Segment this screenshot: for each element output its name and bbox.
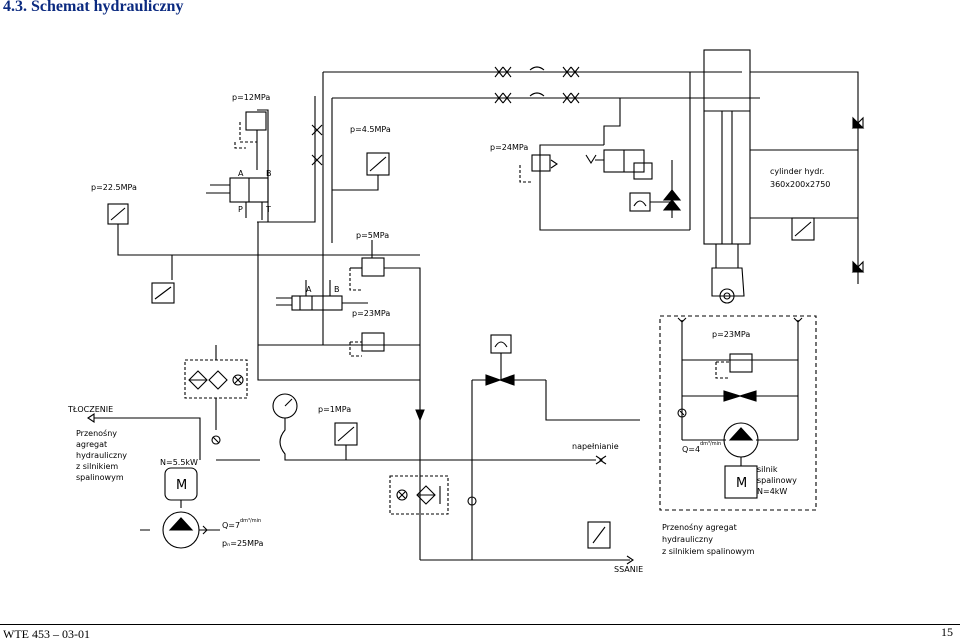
label-q7-unit: dm³/min — [240, 518, 261, 524]
page-title: 4.3. Schemat hydrauliczny — [3, 0, 187, 16]
label-port-b: B — [266, 169, 272, 178]
label-agg-left-3: hydrauliczny — [76, 451, 127, 460]
label-motor-m-left: M — [176, 478, 187, 493]
label-q4: Q=4 — [682, 445, 700, 454]
label-agg-left-5: spalinowym — [76, 473, 124, 482]
label-p5: p=5MPa — [356, 231, 389, 240]
hydraulic-schematic: p=12MPa p=22.5MPa p=4.5MPa p=24MPa p=5MP… — [67, 49, 865, 574]
label-q4-unit: dm³/min — [700, 441, 721, 447]
section-number: 4.3. — [3, 0, 27, 15]
label-silnik-2: spalinowy — [757, 476, 797, 485]
label-port-a2: A — [306, 285, 312, 294]
footer-page-number: 15 — [941, 625, 953, 639]
footer-divider — [0, 624, 960, 625]
label-agg-right-1: Przenośny agregat — [662, 522, 737, 532]
section-title: Schemat hydrauliczny — [31, 0, 184, 15]
label-p45: p=4.5MPa — [350, 125, 391, 134]
label-silnik-3: N=4kW — [757, 487, 787, 496]
label-port-a: A — [238, 169, 244, 178]
label-q7: Q=7 — [222, 521, 240, 530]
label-agg-left-1: Przenośny — [76, 428, 117, 438]
label-agg-right-3: z silnikiem spalinowym — [662, 547, 755, 556]
label-silnik-1: silnik — [757, 465, 778, 474]
label-n55: N=5.5kW — [160, 458, 198, 467]
label-ssanie: SSANIE — [614, 565, 643, 574]
label-tloczenie: TŁOCZENIE — [67, 405, 113, 414]
label-port-t: T — [265, 205, 271, 214]
label-agg-left-2: agregat — [76, 440, 107, 449]
label-motor-m: M — [736, 476, 747, 491]
label-p23: p=23MPa — [352, 309, 390, 318]
label-napelnianie: napełnianie — [572, 442, 619, 451]
label-p12: p=12MPa — [232, 93, 270, 102]
label-p225: p=22.5MPa — [91, 183, 137, 192]
label-agg-left-4: z silnikiem — [76, 462, 118, 471]
label-agg-right-2: hydrauliczny — [662, 535, 713, 544]
label-p1: p=1MPa — [318, 405, 351, 414]
label-cylinder-1: cylinder hydr. — [770, 167, 824, 176]
footer-document-code: WTE 453 – 03-01 — [3, 627, 90, 641]
label-port-b2: B — [334, 285, 340, 294]
label-cylinder-2: 360x200x2750 — [770, 180, 830, 189]
label-p23b: p=23MPa — [712, 330, 750, 339]
label-p24: p=24MPa — [490, 143, 528, 152]
label-port-p: P — [238, 205, 243, 214]
label-pn: pₙ=25MPa — [222, 539, 264, 548]
